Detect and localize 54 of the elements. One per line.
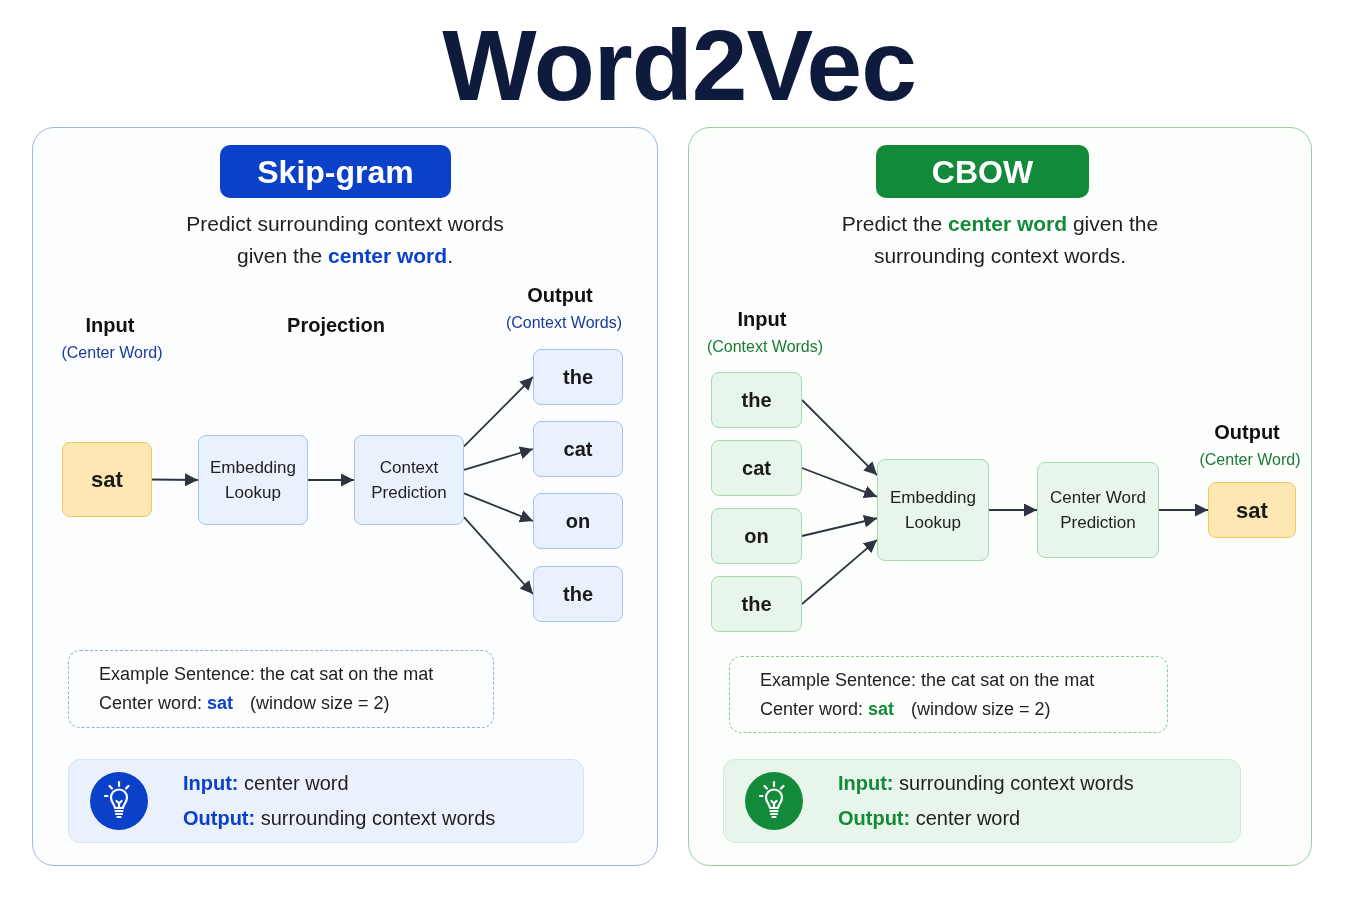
arrow	[801, 399, 878, 476]
arrow	[801, 514, 878, 537]
column-subheading: (Context Words)	[505, 313, 623, 333]
arrow	[801, 467, 878, 499]
arrow	[463, 492, 534, 523]
example-line: Center word: sat (window size = 2)	[99, 692, 390, 715]
context-word-box: the	[533, 566, 623, 622]
context-word-box: on	[711, 508, 802, 564]
arrow	[463, 376, 534, 448]
example-note	[729, 656, 1168, 733]
summary-card	[68, 759, 584, 843]
arrow	[151, 473, 199, 487]
process-box: Context Prediction	[354, 435, 464, 525]
summary-line: Input: surrounding context words	[838, 771, 1134, 796]
highlighted-word-box: sat	[1208, 482, 1296, 538]
column-heading: Input	[737, 306, 787, 332]
column-subheading: (Center Word)	[1199, 450, 1301, 470]
process-box: Embedding Lookup	[198, 435, 308, 525]
context-word-box: the	[711, 372, 802, 428]
example-line: Center word: sat (window size = 2)	[760, 697, 1051, 721]
diagram-title: Word2Vec	[442, 15, 916, 115]
model-title-banner: CBOW	[876, 145, 1089, 198]
arrow	[801, 538, 878, 605]
arrow	[463, 516, 534, 595]
arrow	[463, 446, 534, 471]
context-word-box: cat	[533, 421, 623, 477]
context-word-box: on	[533, 493, 623, 549]
process-box: Center Word Prediction	[1037, 462, 1159, 558]
column-subheading: (Context Words)	[706, 337, 824, 357]
model-panel	[688, 127, 1312, 866]
column-heading: Output	[1214, 419, 1280, 445]
arrow	[1158, 503, 1209, 517]
panel-description: Predict surrounding context words given the center word.	[185, 211, 505, 269]
arrow	[988, 503, 1038, 517]
context-word-box: the	[533, 349, 623, 405]
highlighted-word-box: sat	[62, 442, 152, 517]
example-line: Example Sentence: the cat sat on the mat	[99, 663, 434, 686]
column-heading: Projection	[287, 312, 385, 338]
summary-line: Output: center word	[838, 806, 1021, 831]
summary-card	[723, 759, 1241, 843]
example-note	[68, 650, 494, 728]
context-word-box: the	[711, 576, 802, 632]
panel-description: Predict the center word given the surrounding context words.	[840, 211, 1160, 269]
context-word-box: cat	[711, 440, 802, 496]
model-title-banner: Skip-gram	[220, 145, 451, 198]
summary-line: Input: center word	[183, 771, 349, 796]
column-heading: Output	[527, 282, 593, 308]
process-box: Embedding Lookup	[877, 459, 989, 561]
model-panel	[32, 127, 658, 866]
summary-line: Output: surrounding context words	[183, 806, 496, 831]
column-subheading: (Center Word)	[61, 343, 163, 363]
column-heading: Input	[85, 312, 135, 338]
arrow	[307, 473, 355, 487]
example-line: Example Sentence: the cat sat on the mat	[760, 668, 1095, 692]
